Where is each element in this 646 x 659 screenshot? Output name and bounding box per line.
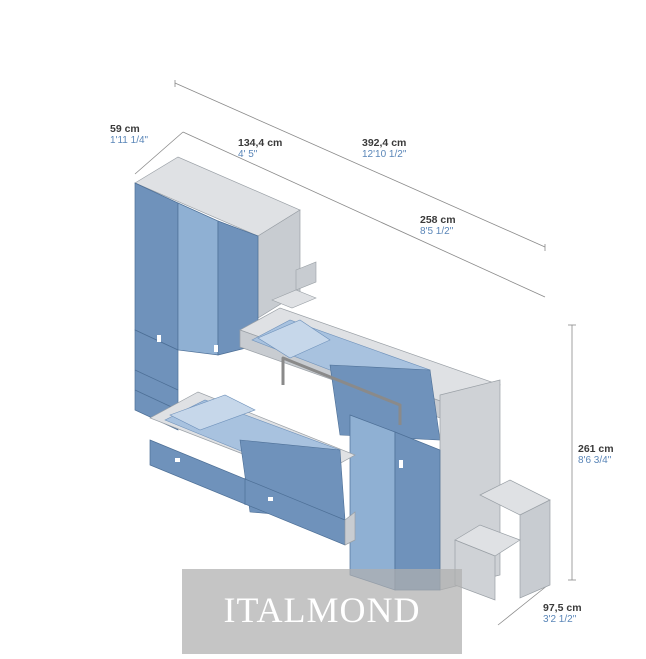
dim-label-height: 261 cm 8'6 3/4" [578,443,614,467]
shelf [295,261,317,291]
wardrobe [134,156,317,431]
dim-cm: 258 cm [420,214,456,226]
dim-cm: 392,4 cm [362,137,407,149]
dim-line-bed-length [182,131,546,298]
lower-bed [149,391,356,546]
dim-cm: 97,5 cm [543,602,582,614]
dim-label-wardrobe-width: 134,4 cm 4' 5" [238,137,282,161]
dim-cm: 59 cm [110,123,140,135]
dim-line-bed-depth [497,584,549,626]
dimension-lines [134,80,576,626]
lower-pillow [169,394,256,431]
upper-pillow [257,319,331,359]
dim-imperial: 4' 5" [238,149,258,160]
dim-line-depth [134,131,184,175]
wardrobe-door-1 [134,182,179,351]
dim-cm: 261 cm [578,443,614,455]
dim-imperial: 1'11 1/4" [110,135,149,146]
dim-imperial: 8'5 1/2" [420,226,454,237]
dim-imperial: 12'10 1/2" [362,149,407,160]
dim-imperial: 3'2 1/2" [543,614,577,625]
dim-label-depth-wardrobe: 59 cm 1'11 1/4" [110,123,148,147]
dim-line-total-length [174,82,546,248]
end-door-2 [394,431,441,591]
dim-label-total-length: 392,4 cm 12'10 1/2" [362,137,406,161]
end-door-1 [349,414,396,591]
dim-label-depth-bed: 97,5 cm 3'2 1/2" [543,602,582,626]
upper-bed [239,307,501,441]
watermark-box: ITALMOND [182,569,462,654]
dim-label-bed-length: 258 cm 8'5 1/2" [420,214,456,238]
dim-cm: 134,4 cm [238,137,283,149]
safety-rail [281,356,402,407]
wardrobe-door-2 [177,202,219,356]
step-unit [454,479,551,601]
watermark-logo: ITALMOND [223,590,421,630]
dim-imperial: 8'6 3/4" [578,455,612,466]
